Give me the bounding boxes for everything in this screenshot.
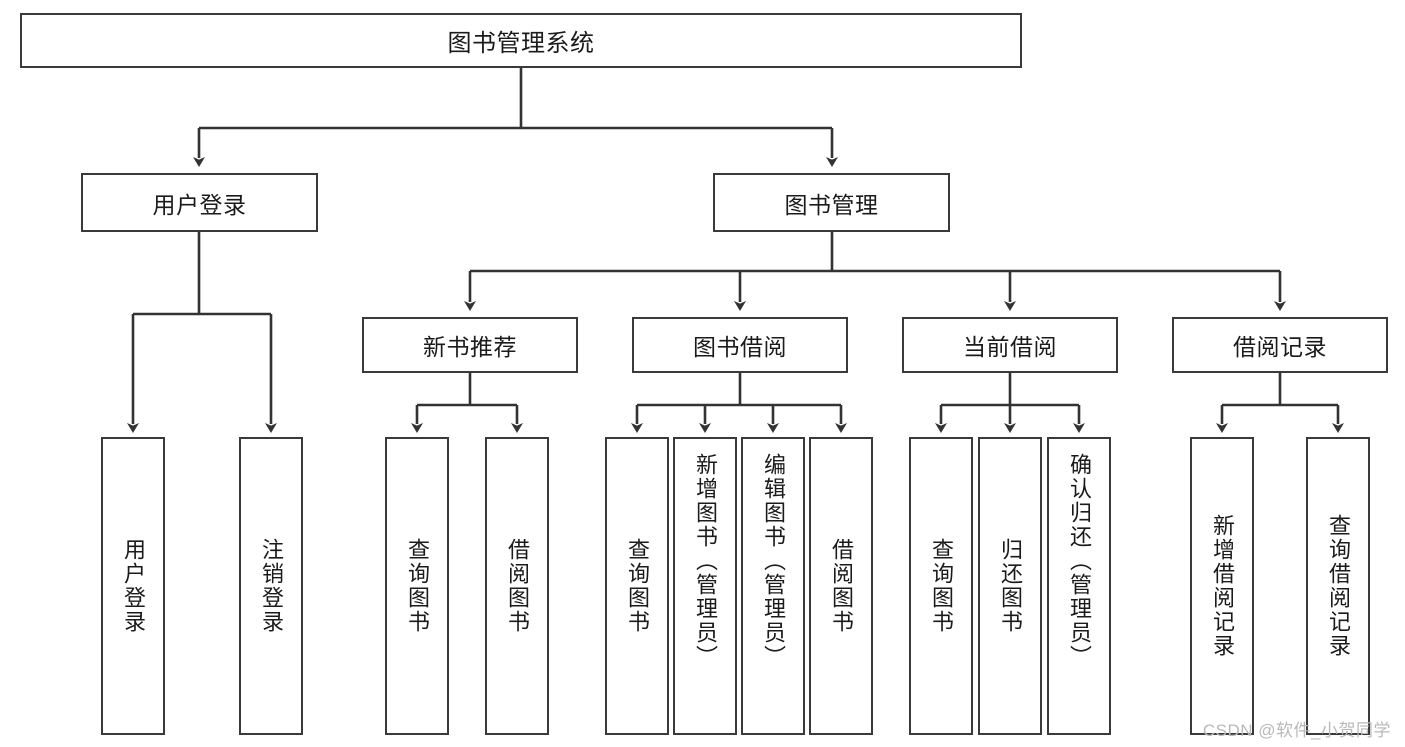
node-label: 用户登录	[120, 538, 146, 634]
node-label: 当前借阅	[963, 334, 1057, 360]
node-new-book-recommend[interactable]: 新书推荐	[362, 317, 578, 373]
node-label: 编辑图书（管理员）	[760, 453, 786, 669]
node-label: 借阅记录	[1233, 334, 1327, 360]
node-label: 新增图书（管理员）	[692, 453, 718, 669]
node-label: 注销登录	[258, 538, 284, 634]
leaf-logout-login[interactable]: 注销登录	[239, 437, 303, 735]
node-label: 图书借阅	[693, 334, 787, 360]
node-label: 归还图书	[997, 538, 1023, 634]
leaf-user-login[interactable]: 用户登录	[101, 437, 165, 735]
node-label: 图书管理	[784, 191, 879, 218]
leaf-query-borrow-record[interactable]: 查询借阅记录	[1306, 437, 1370, 735]
node-label: 图书管理系统	[447, 30, 595, 57]
node-book-borrow[interactable]: 图书借阅	[632, 317, 848, 373]
node-label: 查询图书	[928, 538, 954, 634]
leaf-query-book-current[interactable]: 查询图书	[909, 437, 973, 735]
node-root-system[interactable]: 图书管理系统	[20, 13, 1022, 68]
leaf-return-book[interactable]: 归还图书	[978, 437, 1042, 735]
leaf-query-book-borrow[interactable]: 查询图书	[605, 437, 669, 735]
node-label: 借阅图书	[504, 538, 530, 634]
node-label: 查询图书	[404, 538, 430, 634]
node-label: 查询借阅记录	[1325, 514, 1351, 658]
node-label: 查询图书	[624, 538, 650, 634]
node-label: 借阅图书	[828, 538, 854, 634]
node-user-login[interactable]: 用户登录	[81, 173, 318, 232]
node-label: 新增借阅记录	[1209, 514, 1235, 658]
leaf-edit-book-admin[interactable]: 编辑图书（管理员）	[741, 437, 805, 735]
leaf-confirm-return-admin[interactable]: 确认归还（管理员）	[1047, 437, 1111, 735]
node-label: 确认归还（管理员）	[1066, 453, 1092, 669]
leaf-add-book-admin[interactable]: 新增图书（管理员）	[673, 437, 737, 735]
node-book-management[interactable]: 图书管理	[713, 173, 950, 232]
leaf-query-book-recommend[interactable]: 查询图书	[385, 437, 449, 735]
watermark-text: CSDN @软件_小贺同学	[1202, 721, 1391, 740]
node-borrow-record[interactable]: 借阅记录	[1172, 317, 1388, 373]
leaf-borrow-book-recommend[interactable]: 借阅图书	[485, 437, 549, 735]
node-label: 新书推荐	[423, 334, 517, 360]
leaf-add-borrow-record[interactable]: 新增借阅记录	[1190, 437, 1254, 735]
leaf-borrow-book[interactable]: 借阅图书	[809, 437, 873, 735]
node-label: 用户登录	[152, 191, 247, 218]
node-current-borrow[interactable]: 当前借阅	[902, 317, 1118, 373]
